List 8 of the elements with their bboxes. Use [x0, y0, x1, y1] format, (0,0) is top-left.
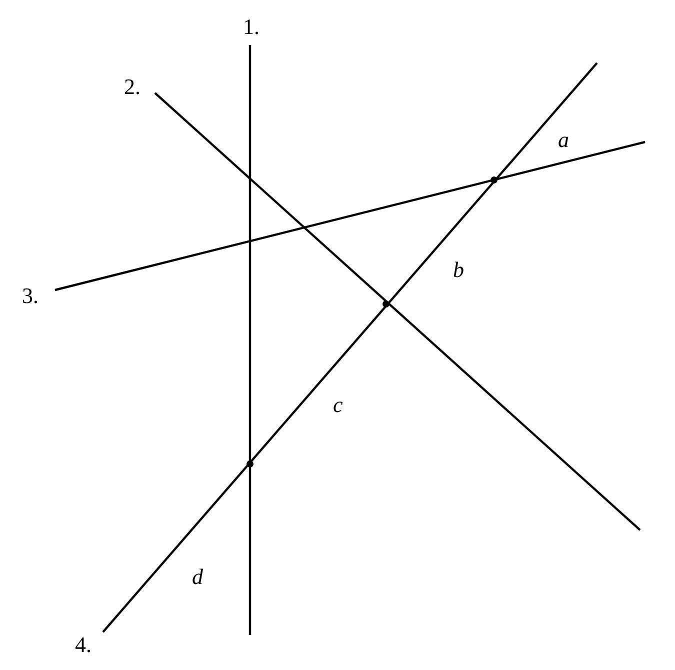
segment-label: b: [453, 259, 464, 281]
segment-label: c: [333, 394, 343, 416]
segment-label: a: [558, 129, 569, 151]
line-number: 3.: [22, 285, 38, 307]
line-number: 1.: [243, 16, 260, 38]
line-number: 4.: [75, 634, 92, 656]
segment-label: d: [192, 566, 203, 588]
line-number: 2.: [124, 76, 140, 98]
